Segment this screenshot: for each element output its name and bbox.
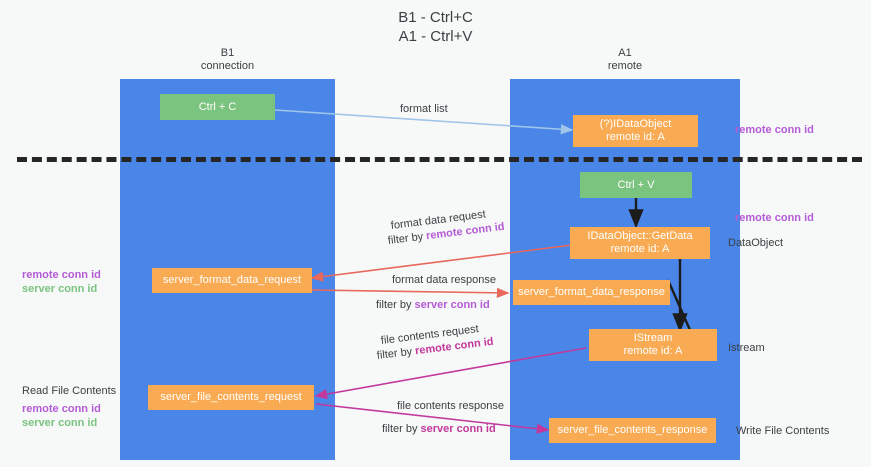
note-right-remote-conn-id-top: remote conn id (735, 124, 814, 136)
arrow-label-file-contents-response: file contents response (397, 400, 505, 412)
box-ctrl-v[interactable]: Ctrl + V (580, 172, 692, 198)
box-idataobject-getdata[interactable]: IDataObject::GetData remote id: A (570, 227, 710, 259)
box-server-format-data-response[interactable]: server_format_data_response (513, 280, 670, 305)
note-left-server-conn-id: server conn id (22, 283, 98, 295)
note-left-read-file-contents: Read File Contents (22, 385, 117, 397)
note-right-remote-conn-id-mid: remote conn id (735, 212, 814, 224)
note-left-remote-conn-id-2: remote conn id (22, 403, 101, 415)
arrow-label-format-list: format list (400, 103, 448, 115)
box-server-file-contents-response[interactable]: server_file_contents_response (549, 418, 716, 443)
note-left-remote-conn-id: remote conn id (22, 269, 101, 281)
filter-prefix: filter by (382, 423, 421, 435)
note-right-write-file-contents: Write File Contents (736, 425, 830, 437)
box-istream[interactable]: IStream remote id: A (589, 329, 717, 361)
note-right-istream: Istream (728, 342, 765, 354)
lane-header-b1: B1 connection (200, 47, 255, 72)
filter-prefix: filter by (376, 299, 415, 311)
phase-divider (17, 157, 862, 162)
note-left-server-conn-id-2: server conn id (22, 417, 98, 429)
box-ctrl-c[interactable]: Ctrl + C (160, 94, 275, 120)
diagram-title: B1 - Ctrl+C A1 - Ctrl+V (398, 9, 473, 45)
box-idataobject[interactable]: (?)IDataObject remote id: A (573, 115, 698, 147)
box-server-format-data-request[interactable]: server_format_data_request (152, 268, 312, 293)
arrow-label-file-contents-response-filter: filter by server conn id (382, 422, 496, 437)
arrow-label-format-data-response: format data response (392, 274, 496, 286)
lane-header-a1: A1 remote (607, 47, 643, 72)
box-server-file-contents-request[interactable]: server_file_contents_request (148, 385, 314, 410)
filter-prefix: filter by (376, 345, 416, 362)
arrow-label-format-data-response-filter: filter by server conn id (376, 298, 490, 313)
filter-prefix: filter by (387, 230, 427, 247)
filter-key-server-conn-id: server conn id (420, 423, 496, 435)
note-right-dataobject: DataObject (728, 237, 784, 249)
filter-key-server-conn-id: server conn id (414, 299, 490, 311)
